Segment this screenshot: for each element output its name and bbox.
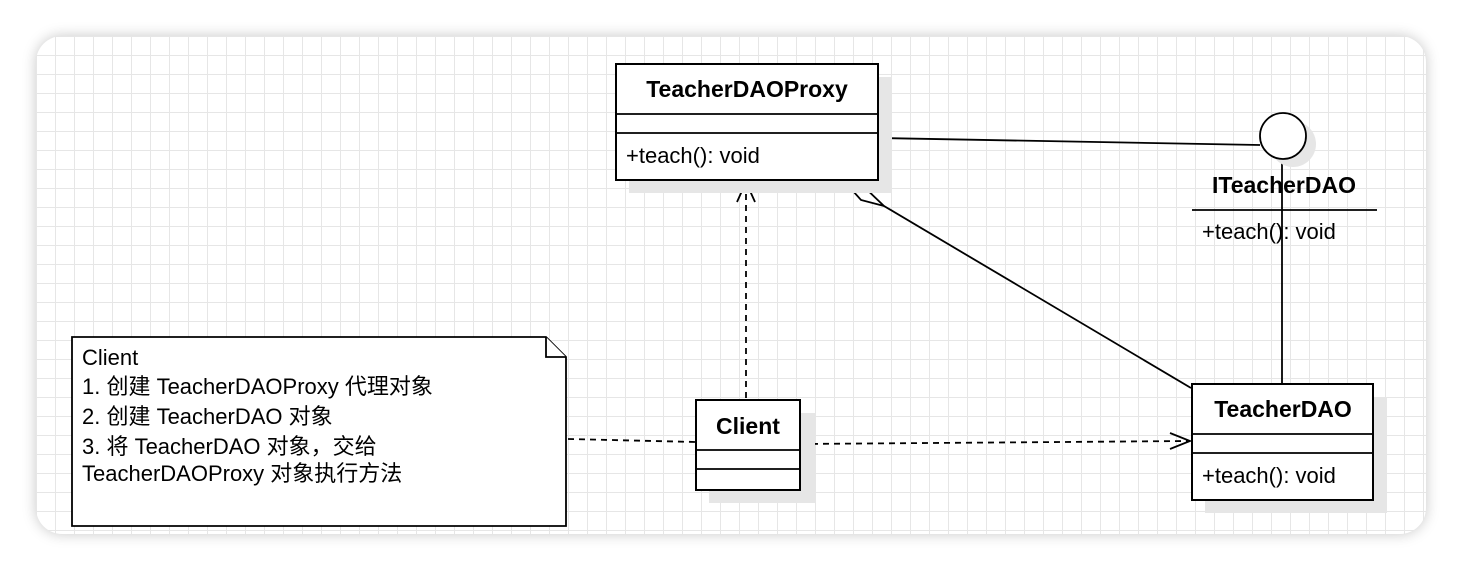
interface-name: ITeacherDAO [1212,172,1356,198]
aggregation-line [883,205,1192,389]
class-method: +teach(): void [626,143,760,168]
class-name: TeacherDAO [1214,396,1352,422]
class-client[interactable]: Client [695,399,815,503]
note-folded-corner-icon [545,337,566,358]
note-line: 3. 将 TeacherDAO 对象，交给 [82,434,377,459]
class-teacherdao[interactable]: TeacherDAO +teach(): void [1191,383,1387,513]
note-line: TeacherDAOProxy 对象执行方法 [82,461,402,486]
client-teacherdao-arrowhead [1169,432,1193,450]
client-depends-on-teacherdao-line [800,440,1191,445]
class-method: +teach(): void [1202,463,1336,488]
class-teacherdaoproxy[interactable]: TeacherDAOProxy +teach(): void [615,63,892,193]
client-note[interactable]: Client 1. 创建 TeacherDAOProxy 代理对象 2. 创建 … [71,336,567,527]
interface-lollipop-icon [1259,112,1307,160]
interface-method: +teach(): void [1202,219,1336,244]
class-name: TeacherDAOProxy [646,76,848,102]
proxy-implements-interface-line [877,137,1261,146]
note-line: Client [82,345,138,370]
interface-iteacherdao[interactable]: ITeacherDAO +teach(): void [1192,112,1377,244]
note-line: 2. 创建 TeacherDAO 对象 [82,404,333,429]
class-name: Client [716,413,780,439]
note-line: 1. 创建 TeacherDAOProxy 代理对象 [82,374,433,399]
note-anchor-line [567,438,697,443]
